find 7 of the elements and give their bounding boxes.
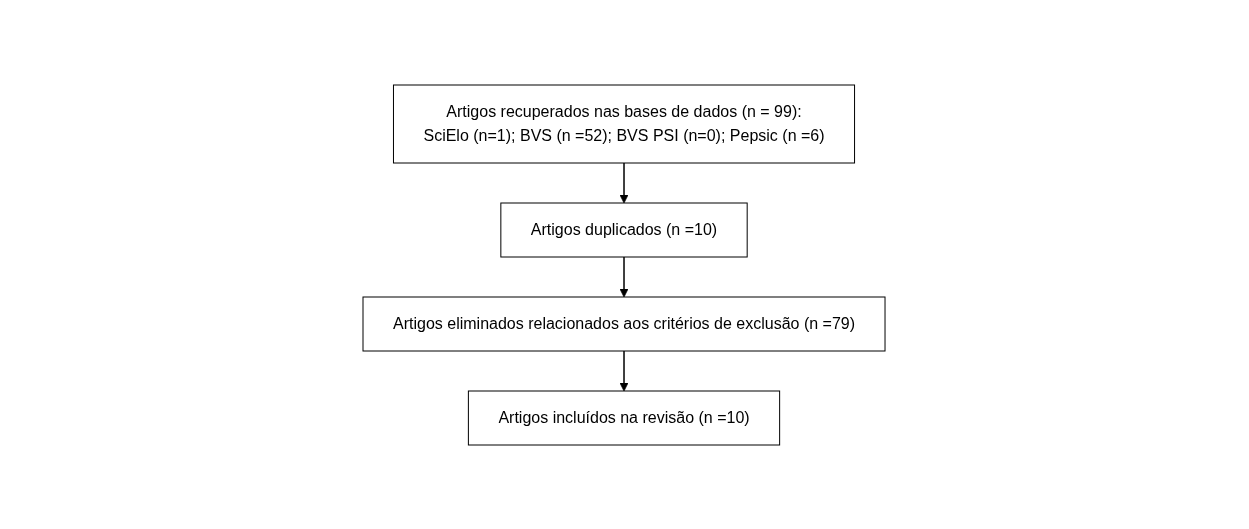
arrow [620, 255, 629, 297]
node-box: Artigos duplicados (n =10) [500, 202, 749, 257]
node-box: Artigos incluídos na revisão (n =10) [468, 390, 781, 445]
arrow [620, 161, 629, 203]
node-box: Artigos eliminados relacionados aos critérios de exclusão (n =79) [363, 296, 886, 351]
arrow [620, 349, 629, 391]
node-box: Artigos recuperados nas bases de dados (n = 99): SciElo (n=1); BVS (n =52); BVS PSI (n=0); Pepsic (n =6) [393, 84, 856, 163]
